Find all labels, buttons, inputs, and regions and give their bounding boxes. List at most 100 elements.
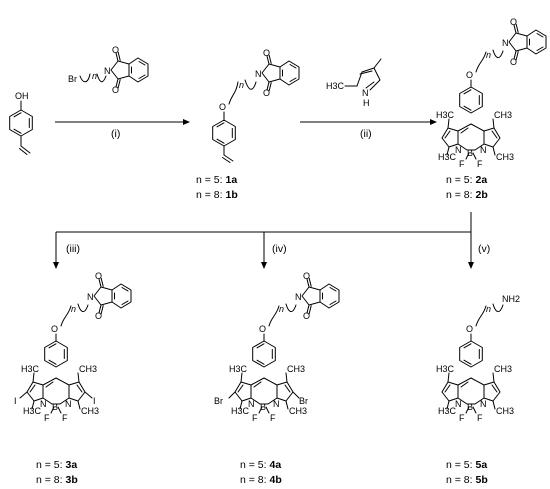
structure-hydroxybenzaldehyde: OH	[9, 91, 33, 155]
svg-text:OH: OH	[15, 91, 29, 101]
svg-text:N: N	[295, 292, 302, 302]
svg-text:n = 5: 4a: n = 5: 4a	[240, 459, 281, 471]
svg-text:O: O	[95, 311, 102, 321]
condition-iii: (iii)	[66, 243, 80, 255]
svg-text:O: O	[510, 57, 517, 67]
svg-text:N: N	[480, 145, 487, 155]
svg-text:O: O	[51, 324, 58, 334]
svg-text:n = 8: 1b: n = 8: 1b	[196, 189, 238, 201]
svg-text:CH3: CH3	[81, 406, 99, 416]
svg-text:O: O	[263, 88, 270, 98]
structure-3: O n N O O H3C CH3 H3C CH3 I I N N B F F	[14, 271, 132, 423]
svg-text:F: F	[44, 413, 50, 423]
svg-text:F: F	[477, 413, 483, 423]
svg-text:F: F	[459, 159, 465, 169]
svg-text:N: N	[40, 399, 47, 409]
svg-text:O: O	[466, 324, 473, 334]
svg-text:n: n	[486, 50, 491, 60]
svg-text:CH3: CH3	[494, 110, 512, 120]
svg-text:NH2: NH2	[502, 294, 520, 304]
structure-5: O n NH2 H3C CH3 H3C CH3 N N B F F	[436, 294, 520, 423]
structure-bromoalkyl-phthalimide: Br n N O O	[68, 45, 149, 95]
svg-text:O: O	[466, 70, 473, 80]
svg-text:O: O	[112, 85, 119, 95]
svg-text:H3C: H3C	[436, 364, 455, 374]
svg-text:N: N	[65, 399, 72, 409]
svg-text:B: B	[467, 402, 473, 412]
svg-text:F: F	[252, 413, 258, 423]
arrow-step-ii	[300, 119, 437, 125]
svg-text:N: N	[480, 399, 487, 409]
svg-text:F: F	[477, 159, 483, 169]
svg-text:H3C: H3C	[438, 406, 457, 416]
svg-text:I: I	[93, 396, 96, 406]
svg-text:B: B	[260, 402, 266, 412]
svg-text:O: O	[263, 48, 270, 58]
svg-text:n: n	[486, 304, 491, 314]
svg-text:CH3: CH3	[496, 406, 514, 416]
svg-text:N: N	[104, 66, 111, 76]
svg-text:H3C: H3C	[231, 406, 250, 416]
svg-text:H: H	[363, 98, 370, 108]
svg-text:F: F	[459, 413, 465, 423]
svg-text:n = 5: 3a: n = 5: 3a	[36, 459, 77, 471]
label-compound-4: n = 5: 4a n = 8: 4b	[240, 459, 282, 486]
svg-text:n = 5: 1a: n = 5: 1a	[196, 174, 237, 186]
svg-text:O: O	[303, 271, 310, 281]
svg-text:CH3: CH3	[79, 364, 97, 374]
structure-dimethylpyrrole: N H H3C	[326, 58, 382, 108]
svg-text:Br: Br	[299, 396, 308, 406]
svg-text:n = 8: 4b: n = 8: 4b	[240, 474, 282, 486]
label-compound-5: n = 5: 5a n = 8: 5b	[446, 459, 488, 486]
svg-text:n = 5: 2a: n = 5: 2a	[446, 174, 487, 186]
svg-text:n: n	[71, 304, 76, 314]
svg-text:B: B	[467, 148, 473, 158]
svg-text:H3C: H3C	[438, 152, 457, 162]
svg-text:H3C: H3C	[436, 110, 455, 120]
svg-text:N: N	[362, 88, 369, 98]
svg-text:n: n	[92, 71, 97, 81]
svg-text:N: N	[248, 399, 255, 409]
svg-text:CH3: CH3	[494, 364, 512, 374]
condition-i: (i)	[111, 128, 120, 140]
label-compound-1: n = 5: 1a n = 8: 1b	[196, 174, 238, 201]
svg-text:H3C: H3C	[229, 364, 248, 374]
branch-arrows	[53, 212, 474, 269]
svg-text:CH3: CH3	[287, 364, 305, 374]
svg-text:CH3: CH3	[289, 406, 307, 416]
svg-text:n = 5: 5a: n = 5: 5a	[446, 459, 487, 471]
label-compound-2: n = 5: 2a n = 8: 2b	[446, 174, 488, 201]
condition-ii: (ii)	[360, 128, 372, 140]
structure-4: O n N O O H3C CH3 H3C CH3 Br Br N N B F …	[214, 271, 340, 423]
svg-text:N: N	[455, 145, 462, 155]
svg-text:n = 8: 3b: n = 8: 3b	[36, 474, 78, 486]
svg-text:O: O	[219, 102, 226, 112]
svg-text:n: n	[239, 80, 244, 90]
svg-text:N: N	[255, 69, 262, 79]
arrow-step-i	[55, 119, 190, 125]
svg-text:N: N	[455, 399, 462, 409]
svg-text:n = 8: 2b: n = 8: 2b	[446, 189, 488, 201]
svg-text:CH3: CH3	[496, 152, 514, 162]
svg-text:N: N	[87, 292, 94, 302]
svg-text:O: O	[510, 17, 517, 27]
svg-text:n: n	[279, 304, 284, 314]
svg-text:H3C: H3C	[23, 406, 42, 416]
structure-2: O n N O O H3C CH3 H3C CH3 N N B F F	[436, 17, 547, 169]
svg-text:B: B	[52, 402, 58, 412]
svg-text:N: N	[502, 38, 509, 48]
structure-1: O n N O O	[212, 48, 300, 163]
svg-text:H3C: H3C	[21, 364, 40, 374]
svg-text:Br: Br	[214, 396, 223, 406]
svg-text:N: N	[273, 399, 280, 409]
label-compound-3: n = 5: 3a n = 8: 3b	[36, 459, 78, 486]
svg-text:O: O	[303, 311, 310, 321]
svg-text:O: O	[95, 271, 102, 281]
svg-text:n = 8: 5b: n = 8: 5b	[446, 474, 488, 486]
svg-text:Br: Br	[68, 74, 77, 84]
svg-text:O: O	[112, 45, 119, 55]
svg-text:F: F	[270, 413, 276, 423]
svg-text:O: O	[259, 324, 266, 334]
svg-text:H3C: H3C	[326, 81, 345, 91]
